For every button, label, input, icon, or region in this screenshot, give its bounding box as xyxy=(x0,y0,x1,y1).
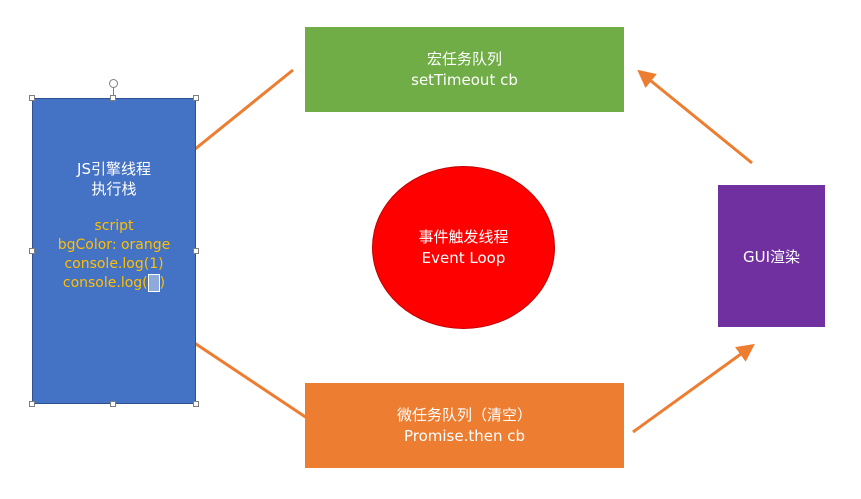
micro-task-queue-title: 微任务队列（清空） xyxy=(396,405,532,424)
stack-item-console-log-editing[interactable]: console.log() xyxy=(62,274,166,292)
macro-task-queue-title: 宏任务队列 xyxy=(426,49,502,68)
text-cursor-highlight xyxy=(147,274,160,292)
js-engine-title: JS引擎线程 xyxy=(77,160,151,178)
resize-handle-bottom-center[interactable] xyxy=(110,401,116,407)
stack-item-script: script xyxy=(94,218,134,234)
arrow-micro-to-gui xyxy=(632,343,755,434)
js-engine-thread-box[interactable]: JS引擎线程 执行栈 script bgColor: orange consol… xyxy=(32,98,196,404)
stack-item-console-log-1: console.log(1) xyxy=(64,256,164,272)
resize-handle-middle-right[interactable] xyxy=(193,248,199,254)
call-stack-title: 执行栈 xyxy=(91,180,137,198)
macro-task-queue-box[interactable]: 宏任务队列 setTimeout cb xyxy=(305,27,624,112)
resize-handle-bottom-right[interactable] xyxy=(193,401,199,407)
event-loop-title: 事件触发线程 xyxy=(418,227,509,246)
event-loop-circle[interactable]: 事件触发线程 Event Loop xyxy=(372,166,555,329)
resize-handle-top-left[interactable] xyxy=(29,95,35,101)
gui-render-box[interactable]: GUI渲染 xyxy=(718,185,825,327)
event-loop-subtitle: Event Loop xyxy=(421,248,506,267)
resize-handle-top-center[interactable] xyxy=(110,95,116,101)
resize-handle-middle-left[interactable] xyxy=(29,248,35,254)
arrow-gui-to-macro xyxy=(637,69,753,165)
resize-handle-bottom-left[interactable] xyxy=(29,401,35,407)
macro-task-queue-subtitle: setTimeout cb xyxy=(411,70,518,89)
call-stack-list: script bgColor: orange console.log(1) co… xyxy=(57,217,171,293)
rotate-handle-icon[interactable] xyxy=(109,79,118,88)
resize-handle-top-right[interactable] xyxy=(193,95,199,101)
micro-task-queue-subtitle: Promise.then cb xyxy=(403,426,526,445)
gui-render-label: GUI渲染 xyxy=(742,247,801,266)
rotate-handle-stem xyxy=(113,86,114,98)
stack-item-bgcolor: bgColor: orange xyxy=(57,237,171,253)
micro-task-queue-box[interactable]: 微任务队列（清空） Promise.then cb xyxy=(305,383,624,468)
